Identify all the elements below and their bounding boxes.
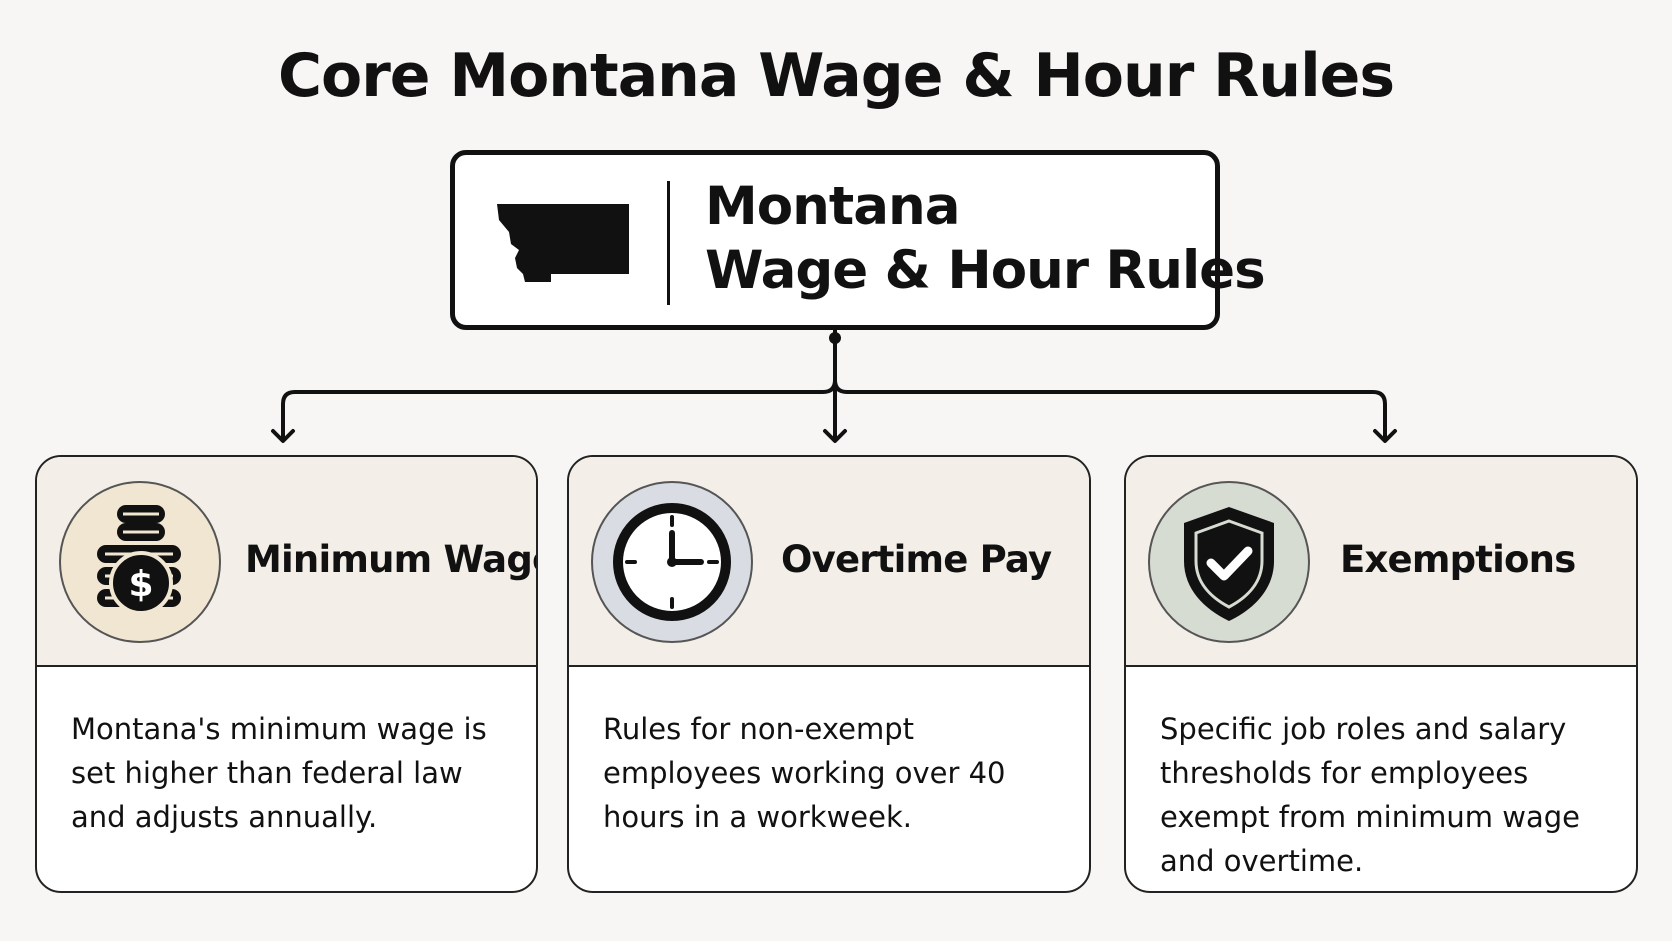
central-topic-title: Montana Wage & Hour Rules (705, 175, 1266, 303)
card-description: Montana's minimum wage is set higher tha… (71, 712, 487, 834)
card-title: Overtime Pay (781, 538, 1052, 581)
central-topic-box: Montana Wage & Hour Rules (450, 150, 1266, 330)
card-header: Overtime Pay (569, 457, 1089, 667)
arrowhead-left (271, 429, 295, 443)
central-topic-line-2: Wage & Hour Rules (705, 240, 1266, 301)
clock-icon (591, 481, 753, 643)
card-overtime-pay: Overtime Pay Rules for non-exempt employ… (567, 455, 1091, 893)
card-title: Exemptions (1340, 538, 1576, 581)
arrow-to-minimum-wage (281, 328, 837, 442)
coins-dollar-icon: $ (59, 481, 221, 643)
card-exemptions: Exemptions Specific job roles and salary… (1124, 455, 1638, 893)
arrowhead-right (1373, 429, 1397, 443)
shield-check-icon (1148, 481, 1310, 643)
central-topic-line-1: Montana (705, 176, 960, 237)
center-divider (667, 181, 670, 305)
montana-map-icon (497, 204, 629, 282)
card-description: Specific job roles and salary thresholds… (1160, 712, 1580, 878)
card-header: Exemptions (1126, 457, 1636, 667)
arrow-to-exemptions (833, 378, 1387, 442)
card-header: $ Minimum Wage (37, 457, 536, 667)
card-title: Minimum Wage (245, 538, 538, 581)
card-minimum-wage: $ Minimum Wage Montana's minimum wage is… (35, 455, 538, 893)
card-description: Rules for non-exempt employees working o… (603, 712, 1006, 834)
arrowhead-middle (823, 429, 847, 443)
svg-text:$: $ (128, 564, 153, 605)
page-title: Core Montana Wage & Hour Rules (277, 41, 1395, 111)
